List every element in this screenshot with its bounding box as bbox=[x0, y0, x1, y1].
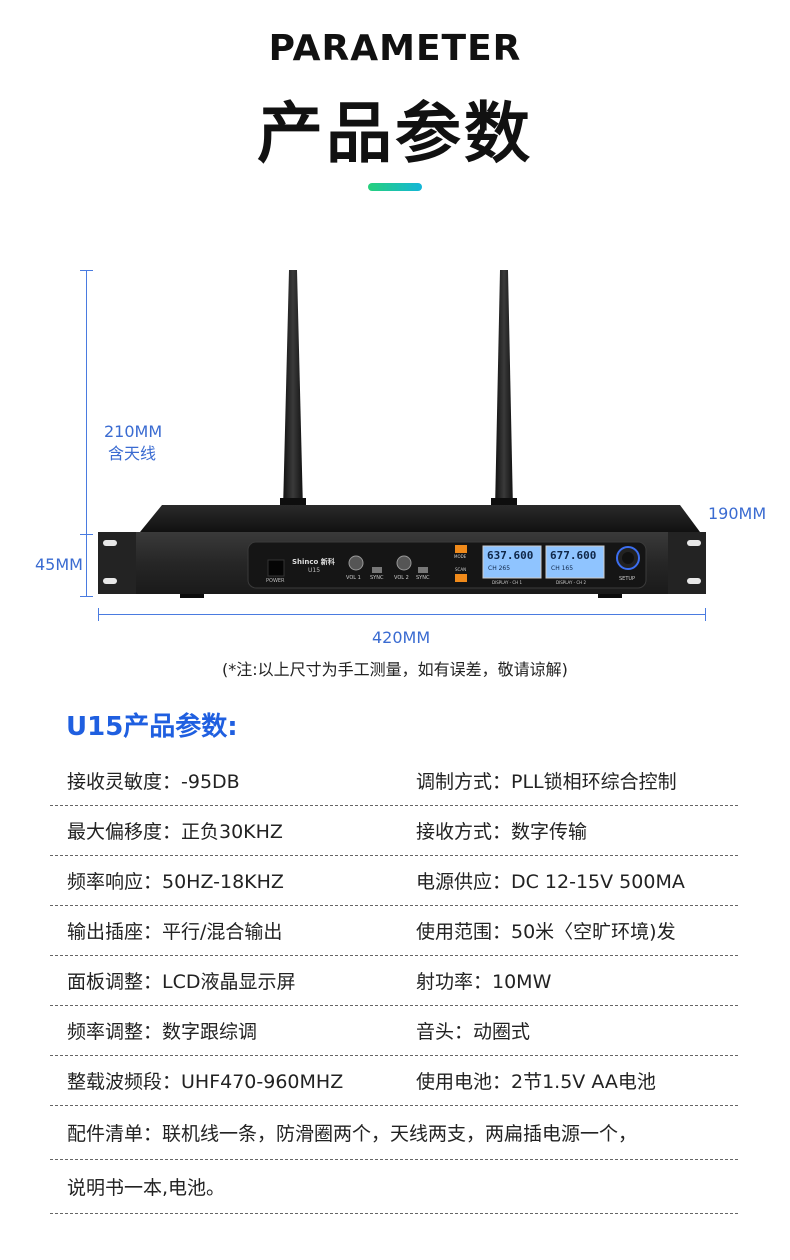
height-total-label: 210MM bbox=[104, 422, 163, 441]
chassis-top bbox=[140, 505, 700, 532]
chassis-front bbox=[98, 532, 706, 594]
width-line bbox=[98, 614, 706, 615]
sync-button-1 bbox=[372, 567, 382, 573]
lcd-2-ch: CH 165 bbox=[551, 565, 574, 572]
sync-button-2 bbox=[418, 567, 428, 573]
sync-2-label: SYNC bbox=[416, 575, 430, 581]
table-row: 输出插座：平行/混合输出 使用范围：50米〈空旷环境)发 bbox=[50, 906, 738, 956]
foot-right bbox=[598, 594, 622, 598]
vol-knob-1 bbox=[348, 555, 364, 571]
rack-hole-rt bbox=[687, 540, 701, 546]
rack-ear-left bbox=[98, 532, 136, 594]
antenna-left bbox=[283, 270, 303, 510]
spec-cell: 音头：动圈式 bbox=[416, 1021, 531, 1043]
rack-hole-lb bbox=[103, 578, 117, 584]
spec-cell: 使用电池：2节1.5V AA电池 bbox=[416, 1071, 656, 1093]
accent-bar bbox=[368, 183, 422, 191]
antenna-right bbox=[495, 270, 513, 510]
accessories-row-continued: 说明书一本,电池。 bbox=[50, 1160, 738, 1214]
sync-1-label: SYNC bbox=[370, 575, 384, 581]
accessories-line-2: 说明书一本,电池。 bbox=[67, 1177, 226, 1199]
spec-cell: 整载波频段：UHF470-960MHZ bbox=[67, 1071, 344, 1093]
width-tick-right bbox=[705, 608, 706, 621]
table-row: 频率响应：50HZ-18KHZ 电源供应：DC 12-15V 500MA bbox=[50, 856, 738, 906]
table-row: 频率调整：数字跟综调 音头：动圈式 bbox=[50, 1006, 738, 1056]
measurement-note: (*注:以上尺寸为手工测量，如有误差，敬请谅解) bbox=[222, 660, 568, 679]
power-label: POWER bbox=[266, 578, 285, 584]
spec-cell: 面板调整：LCD液晶显示屏 bbox=[67, 971, 296, 993]
power-switch bbox=[267, 559, 285, 577]
spec-cell: 频率调整：数字跟综调 bbox=[67, 1021, 258, 1043]
vol-1-label: VOL 1 bbox=[346, 575, 361, 581]
lcd-2-caption: DISPLAY - CH 2 bbox=[556, 580, 587, 585]
depth-label: 190MM bbox=[708, 504, 767, 523]
spec-cell: 最大偏移度：正负30KHZ bbox=[67, 821, 283, 843]
spec-cell: 输出插座：平行/混合输出 bbox=[67, 921, 283, 943]
spec-cell: 射功率：10MW bbox=[416, 971, 552, 993]
rack-ear-right bbox=[668, 532, 706, 594]
table-row: 接收灵敏度：-95DB 调制方式：PLL锁相环综合控制 bbox=[50, 756, 738, 806]
spec-cell: 接收灵敏度：-95DB bbox=[67, 771, 240, 793]
foot-left bbox=[180, 594, 204, 598]
lcd-1-caption: DISPLAY - CH 1 bbox=[492, 580, 523, 585]
table-row: 最大偏移度：正负30KHZ 接收方式：数字传输 bbox=[50, 806, 738, 856]
spec-section-title: U15产品参数: bbox=[66, 712, 238, 742]
vol-knob-2 bbox=[396, 555, 412, 571]
scan-label: SCAN bbox=[455, 567, 467, 572]
accessories-row: 配件清单：联机线一条，防滑圈两个，天线两支，两扁插电源一个， bbox=[50, 1106, 738, 1160]
model-label: U15 bbox=[308, 567, 321, 574]
setup-label: SETUP bbox=[619, 576, 636, 582]
lcd-1-ch: CH 265 bbox=[488, 565, 511, 572]
lcd-1-freq: 637.600 bbox=[487, 549, 534, 562]
height-body-label: 45MM bbox=[35, 555, 83, 574]
spec-table: 接收灵敏度：-95DB 调制方式：PLL锁相环综合控制 最大偏移度：正负30KH… bbox=[50, 756, 738, 1214]
spec-cell: 接收方式：数字传输 bbox=[416, 821, 588, 843]
scan-button bbox=[455, 574, 467, 582]
title-chinese: 产品参数 bbox=[257, 95, 533, 172]
title-english: PARAMETER bbox=[268, 28, 522, 69]
vol-2-label: VOL 2 bbox=[394, 575, 409, 581]
width-label: 420MM bbox=[372, 628, 431, 647]
height-total-line bbox=[86, 270, 87, 596]
spec-cell: 使用范围：50米〈空旷环境)发 bbox=[416, 921, 676, 943]
antenna-right-base bbox=[491, 498, 517, 510]
mode-label: MODE bbox=[454, 554, 467, 559]
table-row: 整载波频段：UHF470-960MHZ 使用电池：2节1.5V AA电池 bbox=[50, 1056, 738, 1106]
height-body-line bbox=[86, 534, 87, 596]
accessories-line-1: 配件清单：联机线一条，防滑圈两个，天线两支，两扁插电源一个， bbox=[67, 1123, 638, 1145]
brand-label: Shinco 新科 bbox=[292, 558, 335, 566]
height-body-tick-bottom bbox=[80, 596, 93, 597]
spec-cell: 调制方式：PLL锁相环综合控制 bbox=[416, 771, 677, 793]
lcd-2-freq: 677.600 bbox=[550, 549, 597, 562]
setup-knob bbox=[616, 546, 640, 570]
height-total-note: 含天线 bbox=[108, 444, 157, 463]
height-total-tick-top bbox=[80, 270, 93, 271]
spec-cell: 电源供应：DC 12-15V 500MA bbox=[416, 871, 685, 893]
mode-button bbox=[455, 545, 467, 553]
rack-hole-lt bbox=[103, 540, 117, 546]
height-body-tick-top bbox=[80, 534, 93, 535]
table-row: 面板调整：LCD液晶显示屏 射功率：10MW bbox=[50, 956, 738, 1006]
width-tick-left bbox=[98, 608, 99, 621]
rack-hole-rb bbox=[687, 578, 701, 584]
spec-cell: 频率响应：50HZ-18KHZ bbox=[67, 871, 284, 893]
setup-knob-inner bbox=[622, 552, 634, 564]
antenna-left-base bbox=[280, 498, 306, 510]
